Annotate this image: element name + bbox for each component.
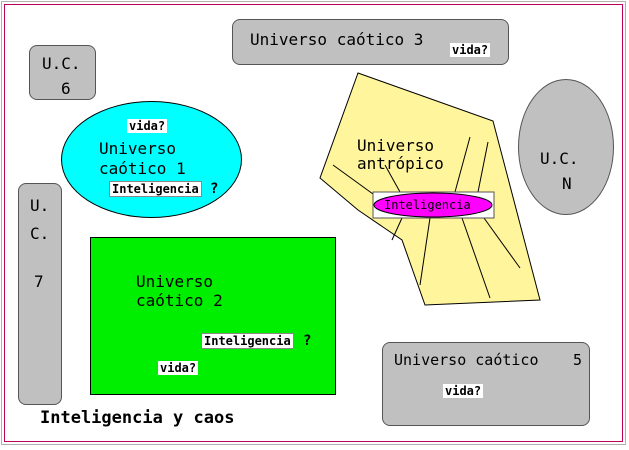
uc2-line1: Universo xyxy=(136,272,214,291)
uc3-vida-tag: vida? xyxy=(450,43,491,57)
uc2-vida-tag: vida? xyxy=(158,361,199,375)
uc1-line1: Universo xyxy=(99,139,177,158)
uc1-line2: caótico 1 xyxy=(99,159,186,178)
uc1-inteligencia-tag: Inteligencia xyxy=(109,181,202,197)
uc2-shape xyxy=(90,237,336,395)
ucn-line1: U.C. xyxy=(540,149,579,168)
uc2-line2: caótico 2 xyxy=(136,291,223,310)
uc3-label: Universo caótico 3 xyxy=(250,30,424,49)
uc5-shape xyxy=(382,342,590,426)
uc6-shape xyxy=(29,45,96,100)
uc3-shape xyxy=(232,19,509,65)
uc7-line1: U. xyxy=(30,196,50,215)
uc5-vida-tag: vida? xyxy=(443,384,484,398)
ucn-line2: N xyxy=(562,174,572,193)
antropico-line1: Universo xyxy=(357,136,435,155)
ucn-shape xyxy=(518,79,614,215)
antropico-inteligencia-tag: Inteligencia xyxy=(384,198,471,212)
uc5-number: 5 xyxy=(573,351,583,369)
uc2-question-mark: ? xyxy=(303,333,312,349)
diagram-title: Inteligencia y caos xyxy=(40,408,235,428)
uc6-line1: U.C. xyxy=(42,54,81,73)
uc2-inteligencia-tag: Inteligencia xyxy=(201,333,294,349)
uc5-label: Universo caótico xyxy=(394,351,539,369)
uc6-line2: 6 xyxy=(61,79,71,98)
antropico-line2: antrópico xyxy=(357,154,444,173)
uc7-line2: C. xyxy=(30,224,50,243)
uc1-question-mark: ? xyxy=(210,181,219,197)
uc7-shape xyxy=(18,183,62,405)
uc7-line3: 7 xyxy=(34,272,44,291)
uc1-vida-tag: vida? xyxy=(127,119,168,133)
